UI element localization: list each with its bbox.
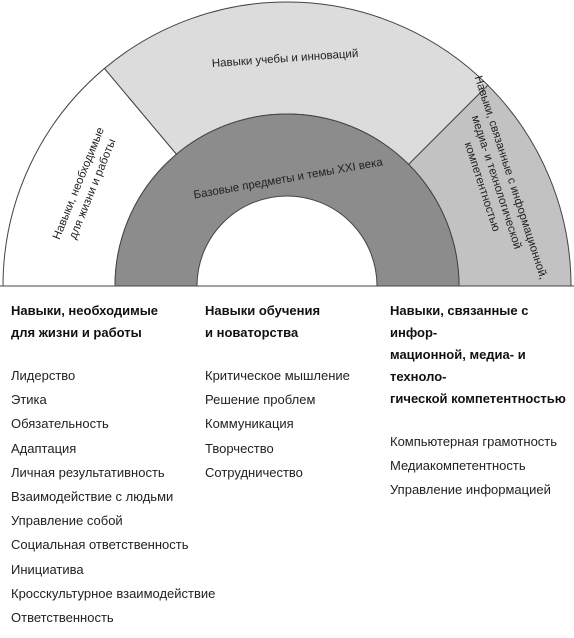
inner-ring: [0, 113, 574, 287]
heading-line: для жизни и работы: [11, 325, 142, 340]
heading-line: Навыки обучения: [205, 303, 321, 318]
inner-ring-band: [114, 113, 460, 287]
list-item: Управление собой: [11, 513, 123, 529]
list-item: Личная результативность: [11, 464, 165, 480]
heading-line: Навыки, необходимые: [11, 303, 159, 318]
skills-rainbow-diagram: Навыки, необходимыедля жизни и работыНав…: [0, 1, 574, 287]
list-item: Ответственность: [11, 610, 114, 626]
skills-list: Лидерство Этика Обязательность Адаптация…: [11, 364, 216, 630]
list-item: Этика: [11, 392, 47, 408]
list-item: Взаимодействие с людьми: [11, 489, 174, 505]
list-item: Управление информацией: [390, 482, 551, 498]
column-learning-innovation-skills: Навыки обучения и новаторства Критическо…: [205, 300, 380, 485]
column-heading: Навыки, необходимые для жизни и работы: [11, 300, 196, 344]
list-item: Кросскультурное взаимодействие: [11, 585, 216, 601]
list-item: Сотрудничество: [205, 464, 303, 480]
list-item: Обязательность: [11, 416, 109, 432]
list-item: Медиакомпетентность: [390, 458, 526, 474]
column-life-work-skills: Навыки, необходимые для жизни и работы Л…: [11, 300, 216, 630]
list-item: Лидерство: [11, 368, 76, 383]
heading-line: мационной, медиа- и техноло-: [390, 347, 526, 384]
list-item: Решение проблем: [205, 392, 316, 408]
column-heading: Навыки обучения и новаторства: [205, 300, 380, 344]
list-item: Критическое мышление: [205, 368, 350, 383]
skills-list: Критическое мышление Решение проблем Ком…: [205, 364, 380, 485]
list-item: Инициатива: [11, 561, 84, 577]
list-item: Творчество: [205, 440, 274, 456]
skills-list: Компьютерная грамотность Медиакомпетентн…: [390, 430, 574, 503]
list-item: Адаптация: [11, 440, 77, 456]
list-item: Компьютерная грамотность: [390, 434, 558, 449]
column-info-media-tech-skills: Навыки, связанные с инфор- мационной, ме…: [390, 300, 574, 503]
list-item: Коммуникация: [205, 416, 294, 432]
heading-line: Навыки, связанные с инфор-: [390, 303, 529, 340]
list-item: Социальная ответственность: [11, 537, 189, 553]
heading-line: гической компетентностью: [390, 391, 566, 406]
outer-segments: [2, 1, 572, 287]
column-heading: Навыки, связанные с инфор- мационной, ме…: [390, 300, 574, 410]
heading-line: и новаторства: [205, 325, 299, 340]
